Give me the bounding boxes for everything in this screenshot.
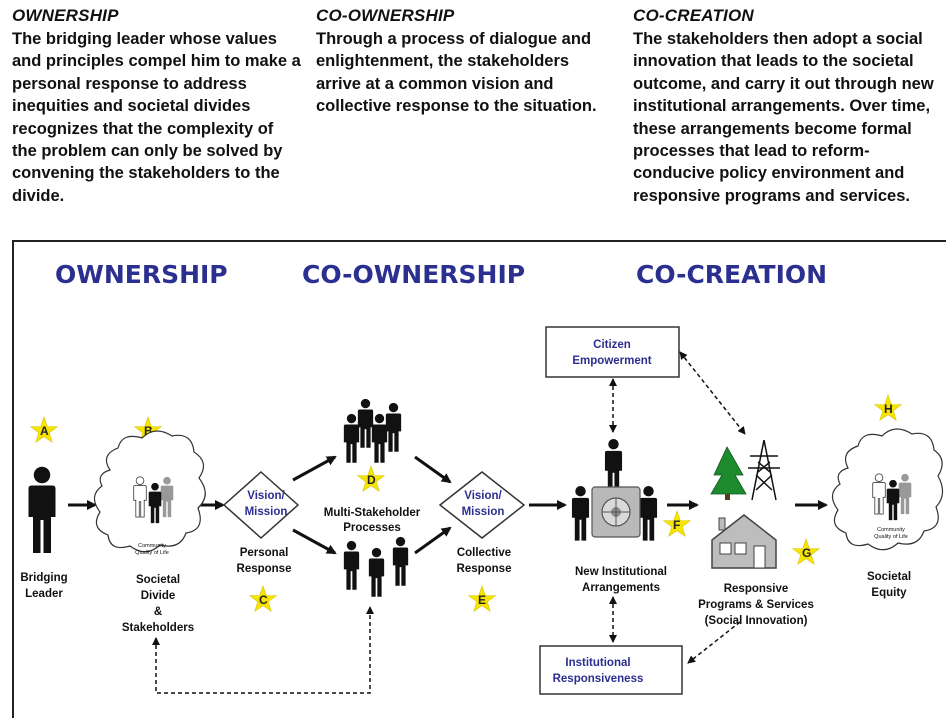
institutional-responsiveness-line-1: Institutional <box>565 657 630 669</box>
community-quality-label-2: Quality of Life <box>135 550 169 556</box>
star-f: F <box>663 510 691 537</box>
dashed-connectors <box>152 351 746 694</box>
societal-divide-label-2: Divide <box>141 590 176 602</box>
ownership-heading: OWNERSHIP <box>12 6 119 25</box>
co-creation-description: CO-CREATION The stakeholders then adopt … <box>633 6 945 207</box>
svg-text:G: G <box>802 546 811 560</box>
citizen-empowerment-line-2: Empowerment <box>572 355 651 367</box>
bridging-leader-label-2: Leader <box>25 588 63 600</box>
co-ownership-body: Through a process of dialogue and enligh… <box>316 30 597 116</box>
stakeholder-group-top <box>343 398 402 463</box>
societal-divide-cloud: Community Quality of Life <box>93 430 206 556</box>
vision-mission-1-line-2: Mission <box>245 506 288 518</box>
svg-text:D: D <box>367 473 376 487</box>
societal-equity-label-2: Equity <box>871 587 907 599</box>
co-ownership-description: CO-OWNERSHIP Through a process of dialog… <box>316 6 616 118</box>
stakeholder-group-bottom <box>343 536 409 597</box>
ownership-body: The bridging leader whose values and pri… <box>12 30 301 205</box>
co-creation-body: The stakeholders then adopt a social inn… <box>633 30 934 205</box>
co-ownership-heading: CO-OWNERSHIP <box>316 6 455 25</box>
responsive-programs-label-3: (Social Innovation) <box>705 615 808 627</box>
svg-text:C: C <box>259 593 268 607</box>
star-a: A <box>30 416 58 443</box>
bridging-leader-label-1: Bridging <box>20 572 67 584</box>
stars: A B C D E F G H <box>30 394 902 612</box>
institutional-responsiveness-box <box>539 645 683 695</box>
ownership-description: OWNERSHIP The bridging leader whose valu… <box>12 6 302 207</box>
societal-equity-cloud: Community Quality of Life <box>831 428 944 551</box>
personal-response-label-1: Personal <box>240 547 289 559</box>
svg-text:A: A <box>40 424 49 438</box>
societal-divide-label-1: Societal <box>136 574 180 586</box>
multi-stakeholder-label-2: Processes <box>343 522 401 534</box>
svg-text:B: B <box>144 424 153 438</box>
tree-icon <box>710 446 747 500</box>
star-e: E <box>468 585 496 612</box>
star-d: D <box>357 465 385 492</box>
flow-arrows <box>68 455 828 555</box>
responsive-programs-label-2: Programs & Services <box>698 599 814 611</box>
bridging-leader-icon <box>28 466 56 553</box>
star-g: G <box>792 538 820 565</box>
svg-text:E: E <box>478 593 486 607</box>
vision-mission-2-line-1: Vision/ <box>464 490 502 502</box>
collective-response-label-1: Collective <box>457 547 511 559</box>
star-c: C <box>249 585 277 612</box>
community-quality-label-3: Community <box>877 527 905 533</box>
vision-mission-diamond-2 <box>438 471 526 539</box>
star-b: B <box>134 416 162 443</box>
institutional-responsiveness-line-2: Responsiveness <box>553 673 644 685</box>
institution-group-icon <box>571 438 658 541</box>
collective-response-label-2: Response <box>457 563 512 575</box>
multi-stakeholder-label-1: Multi-Stakeholder <box>324 507 421 519</box>
star-h: H <box>874 394 902 421</box>
new-institutional-label-2: Arrangements <box>582 582 660 594</box>
community-quality-label-4: Quality of Life <box>874 534 908 540</box>
diagram-frame <box>12 240 946 718</box>
societal-divide-label-3: & <box>154 606 162 618</box>
vision-mission-1-line-1: Vision/ <box>247 490 285 502</box>
phase-co-ownership: CO-OWNERSHIP <box>302 260 525 289</box>
power-tower-icon <box>748 439 780 501</box>
citizen-empowerment-box <box>545 326 680 378</box>
phase-co-creation: CO-CREATION <box>636 260 827 289</box>
house-icon <box>711 514 777 569</box>
societal-divide-label-4: Stakeholders <box>122 622 194 634</box>
co-creation-heading: CO-CREATION <box>633 6 754 25</box>
responsive-programs-label-1: Responsive <box>724 583 789 595</box>
societal-equity-label-1: Societal <box>867 571 911 583</box>
svg-text:F: F <box>673 518 680 532</box>
community-quality-label-1: Community <box>138 543 166 549</box>
citizen-empowerment-line-1: Citizen <box>593 339 631 351</box>
personal-response-label-2: Response <box>237 563 292 575</box>
svg-text:H: H <box>884 402 893 416</box>
new-institutional-label-1: New Institutional <box>575 566 667 578</box>
phase-ownership: OWNERSHIP <box>55 260 228 289</box>
vision-mission-diamond-1 <box>222 470 300 540</box>
vision-mission-2-line-2: Mission <box>462 506 505 518</box>
